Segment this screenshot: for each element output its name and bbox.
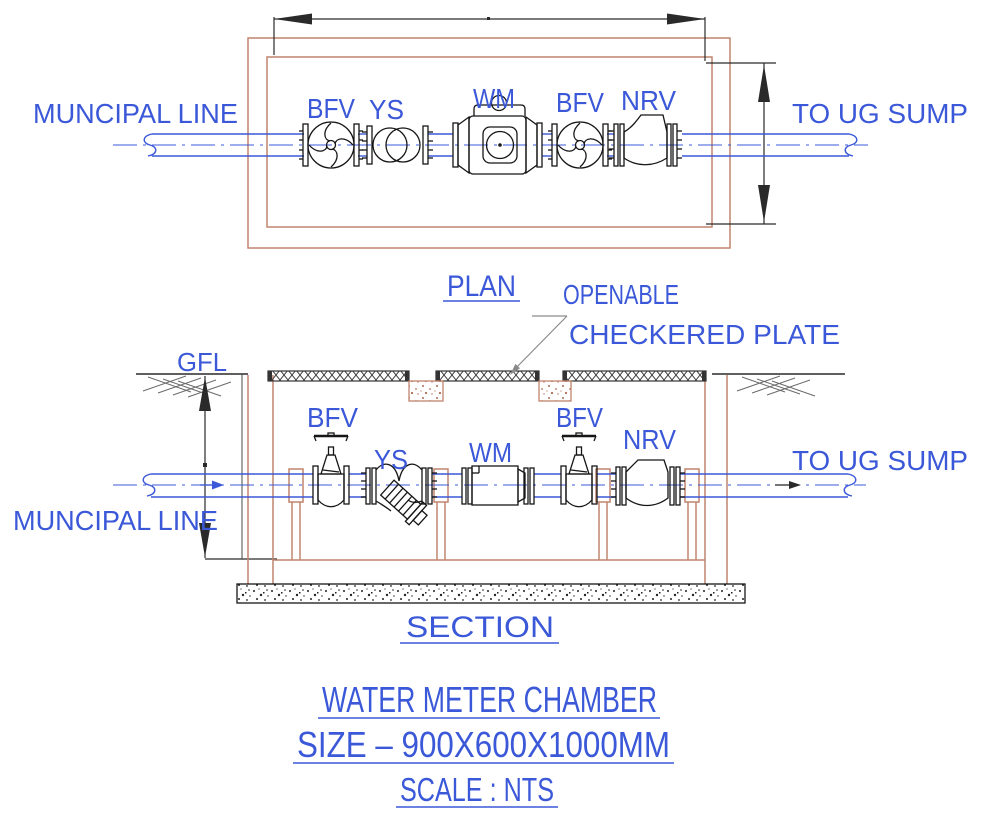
- dimension-arrow-left: [274, 13, 312, 25]
- section-ys-label: YS: [374, 444, 408, 475]
- pipe-break-symbol: [142, 473, 156, 497]
- section-pipeline: [113, 473, 866, 498]
- section-view: GFL OPENABLE CHECKERED PLATE BFV YS WM B…: [13, 279, 968, 644]
- section-wm-label: WM: [469, 437, 512, 468]
- plate-support-block: [538, 380, 572, 402]
- dimension-arrow-right: [667, 13, 705, 25]
- water-meter-plan: [452, 94, 543, 175]
- cover-callout-line1: OPENABLE: [563, 279, 679, 310]
- y-strainer-plan: [362, 125, 433, 165]
- section-nrv-label: NRV: [623, 424, 676, 455]
- section-inlet-label: MUNCIPAL LINE: [13, 505, 218, 536]
- plan-wm-label: WM: [473, 83, 515, 114]
- plan-chamber-outer-wall: [247, 37, 731, 249]
- y-strainer-section: [361, 463, 437, 526]
- base-slab: [236, 583, 746, 604]
- meter-dial: [485, 130, 515, 160]
- plan-pipeline: [113, 133, 868, 157]
- pipe-support-2: [433, 468, 449, 561]
- gfl-label: GFL: [177, 347, 227, 377]
- pipe-break-symbol: [143, 133, 157, 157]
- dimension-arrow-down: [758, 185, 770, 222]
- pipe-support-4: [684, 468, 700, 561]
- plan-inlet-label: MUNCIPAL LINE: [33, 98, 238, 129]
- chamber-walls-section: [247, 375, 728, 584]
- plan-view: MUNCIPAL LINE BFV YS WM BFV NRV TO UG SU…: [33, 13, 968, 303]
- pipe-break-symbol: [844, 133, 858, 157]
- title-block: WATER METER CHAMBER SIZE – 900X600X1000M…: [293, 679, 674, 808]
- plate-support-block: [408, 380, 444, 402]
- plan-view-title: PLAN: [447, 270, 516, 303]
- dimension-arrow-down: [199, 523, 211, 557]
- cover-callout-line2: CHECKERED PLATE: [569, 319, 840, 350]
- water-meter-section: [461, 465, 535, 506]
- plan-length-dimension: [273, 13, 706, 61]
- soil-hatch-left: [142, 375, 232, 398]
- dimension-arrow-up: [758, 65, 770, 102]
- plan-bfv1-label: BFV: [307, 93, 355, 124]
- section-outlet-label: TO UG SUMP: [792, 445, 968, 476]
- depth-dimension: [199, 374, 277, 560]
- gate-valve-1-section: [311, 431, 351, 509]
- plan-width-dimension: [706, 62, 776, 225]
- flow-arrow-in: [212, 480, 224, 490]
- check-valve-plan: [609, 114, 682, 167]
- pipe-support-3: [595, 468, 611, 561]
- butterfly-valve-2-plan: [547, 121, 613, 169]
- drawing-title: WATER METER CHAMBER: [322, 679, 657, 720]
- plan-nrv-label: NRV: [621, 85, 676, 116]
- flow-arrow-out: [789, 481, 801, 489]
- strainer-leg: [379, 479, 428, 526]
- section-view-title: SECTION: [406, 611, 554, 644]
- soil-hatch-right: [736, 375, 816, 397]
- plan-chamber-inner-wall: [266, 56, 713, 228]
- checkered-plate: [267, 370, 707, 402]
- plan-ys-label: YS: [369, 94, 404, 125]
- leader-arrow: [510, 363, 520, 375]
- section-bfv1-label: BFV: [307, 402, 358, 433]
- plan-outlet-label: TO UG SUMP: [792, 98, 968, 129]
- drawing-scale: SCALE : NTS: [400, 771, 554, 808]
- drawing-size: SIZE – 900X600X1000MM: [297, 724, 670, 765]
- pipe-break-symbol: [843, 473, 857, 497]
- plan-bfv2-label: BFV: [556, 87, 604, 118]
- gate-valve-2-section: [559, 431, 599, 509]
- dimension-arrow-up: [199, 377, 211, 411]
- pipe-support-1: [288, 468, 304, 561]
- check-valve-section: [611, 459, 685, 507]
- section-bfv2-label: BFV: [556, 402, 603, 433]
- cover-callout-leader: [510, 315, 568, 375]
